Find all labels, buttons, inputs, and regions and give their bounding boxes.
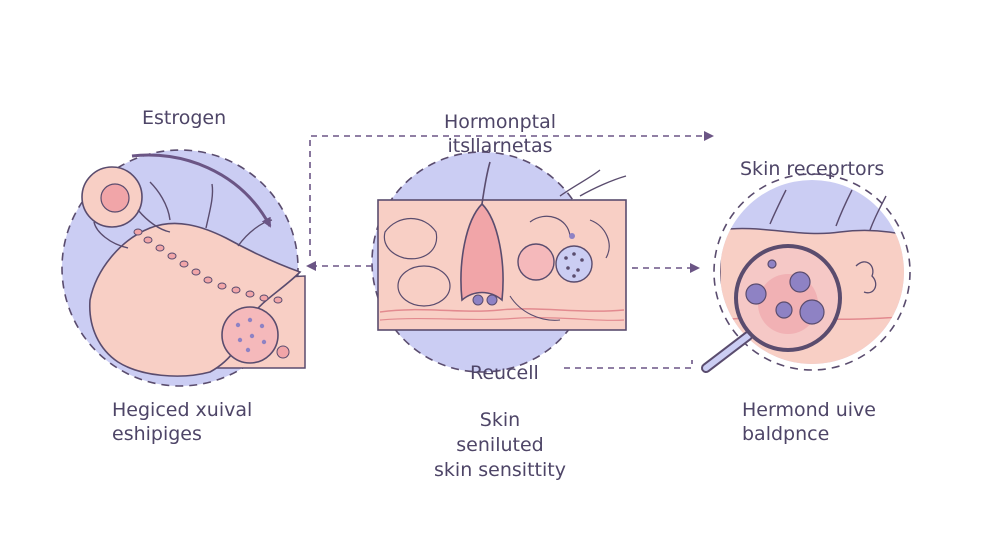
right-hair-2 [835,189,853,227]
hormonal-title-line1: Hormonptal [444,111,556,133]
follicle-chain [133,228,283,304]
finger-3 [205,183,214,229]
dermis-line-1 [379,308,625,313]
purple-dot-1 [472,294,484,306]
right-hair-1 [769,189,787,225]
estrogen-cell-inner [100,183,130,213]
hand-illustration [89,222,302,377]
bottom-connector [564,360,693,369]
receptor-cluster-dots [564,252,584,278]
left-skin-cell-dots [235,317,267,353]
magnified-receptors [745,259,825,325]
left-skin-cell [221,306,279,364]
dermis-line-2 [379,317,625,321]
right-hair-3 [869,195,887,231]
finger-2 [149,181,171,221]
nerve-fiber [509,295,561,321]
center-caption-line3: skin sensittity [434,459,566,481]
reucell-label: Reucell [470,362,539,384]
skin-receptors-label: Skin receprtors [740,158,885,180]
receptor-squiggle [855,261,877,294]
right-caption-line1: Hermond uive [742,399,876,421]
top-feedback-arrow [309,131,714,256]
receptor-cluster-cell [555,245,593,283]
left-caption-line1: Hegiced хuival [112,399,253,421]
hair-shaft [481,161,491,205]
right-dashed-ring [713,173,911,371]
hair-3 [579,175,627,197]
center-caption-line2: seniluted [456,434,544,456]
finger-1 [93,221,129,249]
hair-follicle [460,202,504,302]
center-skin-cell [517,243,555,281]
purple-dot-3 [569,233,575,239]
right-panel [701,173,911,373]
center-panel [371,151,627,373]
center-caption-line1: Skin [479,409,521,431]
connectors [306,131,714,369]
hair-2 [559,169,601,197]
left-dashed-ring [61,149,299,387]
estrogen-flow-arrow [131,153,272,228]
purple-dot-2 [486,294,498,306]
hormonal-title-line2: itsllarnetas [447,135,553,157]
right-caption-line2: baldpnce [742,423,830,445]
left-panel [61,149,306,387]
estrogen-label: Estrogen [142,107,227,129]
left-caption-line2: eshipiges [112,423,202,445]
estrogen-cell-stem [137,209,171,233]
magnifier-handle-fill [703,333,751,371]
skin-lobes [383,215,610,307]
left-small-cell [276,345,290,359]
